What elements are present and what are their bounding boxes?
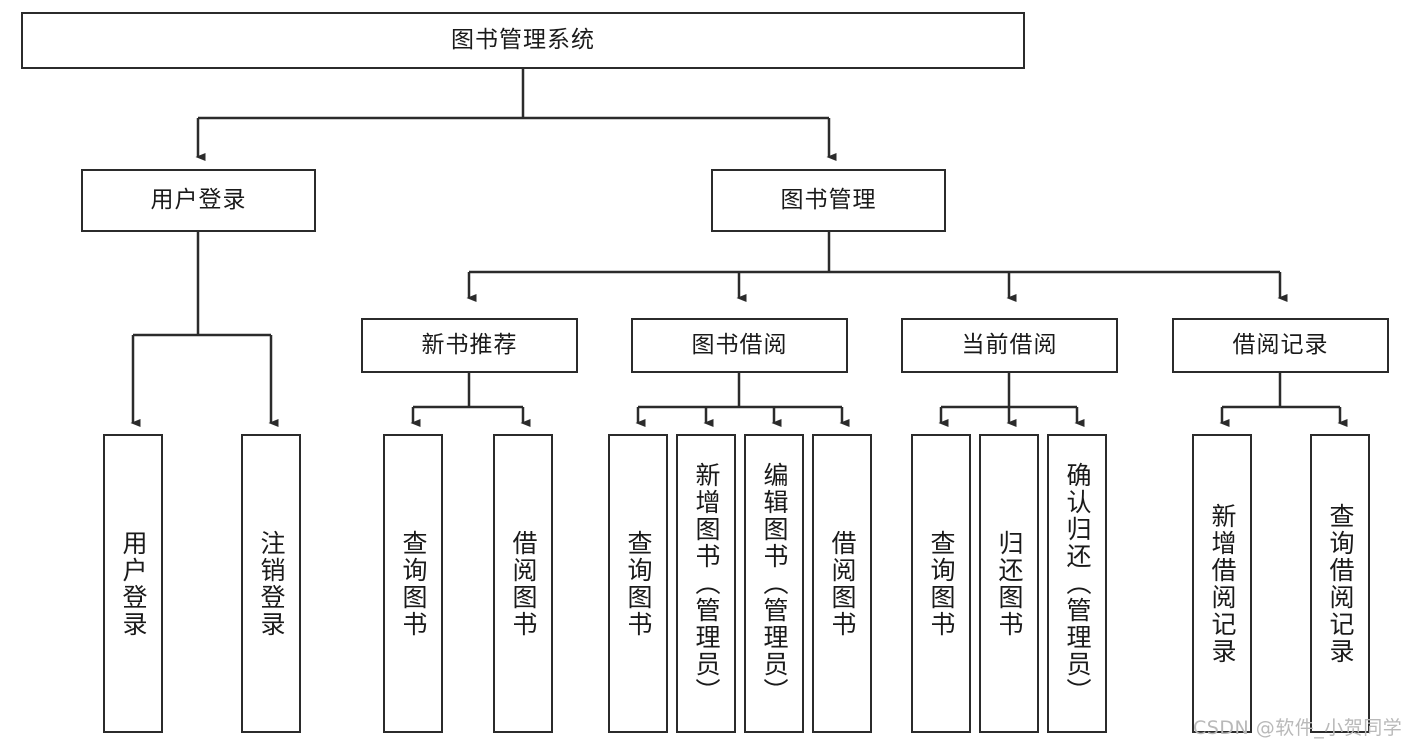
node-leaf-return-book-label: 归还图书 [995, 529, 1024, 638]
node-leaf-borrow-book-2-label: 借阅图书 [828, 529, 857, 638]
node-book-mgmt-label: 图书管理 [780, 186, 877, 213]
node-leaf-query-book-2[interactable]: 查询图书 [608, 434, 668, 733]
node-leaf-query-book-1-label: 查询图书 [399, 529, 428, 638]
node-user-login-label: 用户登录 [150, 186, 247, 213]
node-leaf-query-book-2-label: 查询图书 [624, 529, 653, 638]
node-leaf-add-book-label: 新增图书（管理员） [692, 462, 721, 705]
node-leaf-add-book[interactable]: 新增图书（管理员） [676, 434, 736, 733]
node-leaf-query-book-1[interactable]: 查询图书 [383, 434, 443, 733]
node-root-label: 图书管理系统 [451, 26, 595, 53]
node-leaf-query-book-3-label: 查询图书 [927, 529, 956, 638]
node-leaf-borrow-book-1-label: 借阅图书 [509, 529, 538, 638]
node-leaf-confirm-return-label: 确认归还（管理员） [1063, 462, 1092, 705]
node-leaf-logout-label: 注销登录 [257, 529, 286, 638]
node-leaf-confirm-return[interactable]: 确认归还（管理员） [1047, 434, 1107, 733]
node-leaf-user-login[interactable]: 用户登录 [103, 434, 163, 733]
node-current-borrow-label: 当前借阅 [961, 331, 1058, 358]
node-leaf-user-login-label: 用户登录 [119, 529, 148, 638]
node-leaf-borrow-book-1[interactable]: 借阅图书 [493, 434, 553, 733]
node-leaf-query-record[interactable]: 查询借阅记录 [1310, 434, 1370, 733]
node-new-book-rec[interactable]: 新书推荐 [361, 318, 578, 373]
node-leaf-return-book[interactable]: 归还图书 [979, 434, 1039, 733]
node-borrow-record[interactable]: 借阅记录 [1172, 318, 1389, 373]
node-leaf-edit-book-label: 编辑图书（管理员） [760, 462, 789, 705]
node-new-book-rec-label: 新书推荐 [421, 331, 518, 358]
node-leaf-query-book-3[interactable]: 查询图书 [911, 434, 971, 733]
node-borrow-record-label: 借阅记录 [1232, 331, 1329, 358]
node-root[interactable]: 图书管理系统 [21, 12, 1025, 69]
node-book-mgmt[interactable]: 图书管理 [711, 169, 946, 232]
node-leaf-add-record-label: 新增借阅记录 [1208, 502, 1237, 665]
node-leaf-logout[interactable]: 注销登录 [241, 434, 301, 733]
node-leaf-borrow-book-2[interactable]: 借阅图书 [812, 434, 872, 733]
node-leaf-query-record-label: 查询借阅记录 [1326, 502, 1355, 665]
node-user-login[interactable]: 用户登录 [81, 169, 316, 232]
node-book-borrow[interactable]: 图书借阅 [631, 318, 848, 373]
node-leaf-edit-book[interactable]: 编辑图书（管理员） [744, 434, 804, 733]
node-leaf-add-record[interactable]: 新增借阅记录 [1192, 434, 1252, 733]
node-current-borrow[interactable]: 当前借阅 [901, 318, 1118, 373]
node-book-borrow-label: 图书借阅 [691, 331, 788, 358]
